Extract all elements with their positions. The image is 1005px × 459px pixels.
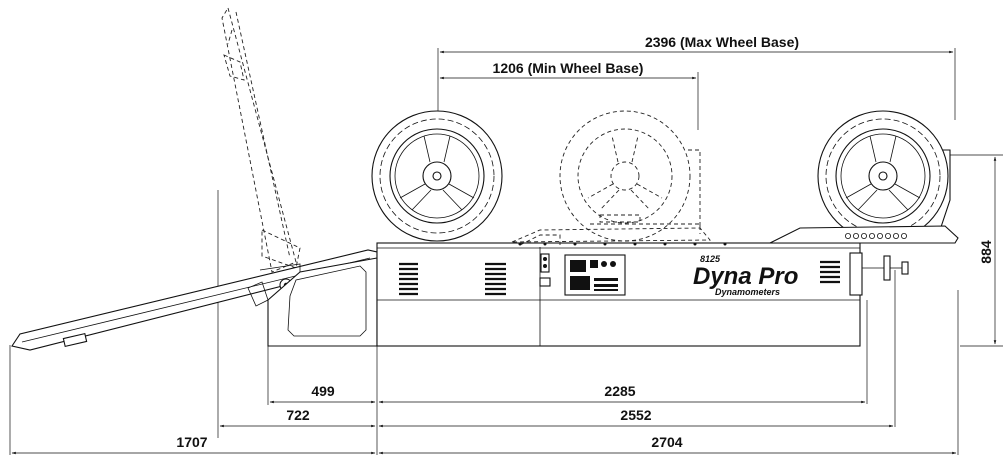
crank-handle bbox=[862, 255, 909, 281]
dim-2552: 2552 bbox=[620, 407, 651, 423]
switch-plate bbox=[539, 253, 551, 287]
dim-2285: 2285 bbox=[604, 383, 635, 399]
brand-subtitle: Dynamometers bbox=[715, 287, 780, 297]
control-panel bbox=[564, 254, 626, 296]
vent-middle bbox=[485, 262, 506, 296]
vent-left bbox=[399, 262, 418, 296]
dim-max-wheel-base: 2396 (Max Wheel Base) bbox=[439, 34, 954, 54]
wheel-carriage-rail bbox=[511, 223, 727, 246]
dim-2704: 2704 bbox=[651, 434, 682, 450]
dim-499: 499 bbox=[311, 383, 335, 399]
dim-row-3: 1707 2704 bbox=[11, 434, 957, 455]
vent-right bbox=[820, 260, 840, 284]
dim-height: 884 bbox=[978, 156, 997, 345]
raised-ramp-dashed bbox=[221, 6, 301, 273]
min-wheel-base-label: 1206 (Min Wheel Base) bbox=[493, 60, 644, 76]
right-wheel-carriage bbox=[769, 225, 959, 244]
wheel-left bbox=[371, 110, 503, 242]
wheel-right bbox=[817, 110, 951, 242]
dyna-pro-logo: 8125 Dyna Pro Dynamometers bbox=[693, 254, 798, 297]
height-label: 884 bbox=[978, 240, 994, 264]
dim-722: 722 bbox=[286, 407, 310, 423]
dim-min-wheel-base: 1206 (Min Wheel Base) bbox=[439, 60, 697, 80]
dim-row-1: 499 2285 bbox=[269, 383, 866, 404]
wheel-middle-dashed bbox=[559, 110, 701, 242]
dim-1707: 1707 bbox=[176, 434, 207, 450]
max-wheel-base-label: 2396 (Max Wheel Base) bbox=[645, 34, 799, 50]
dim-row-2: 722 2552 bbox=[219, 407, 894, 428]
model-number: 8125 bbox=[700, 254, 721, 264]
brand-name: Dyna Pro bbox=[693, 263, 798, 290]
